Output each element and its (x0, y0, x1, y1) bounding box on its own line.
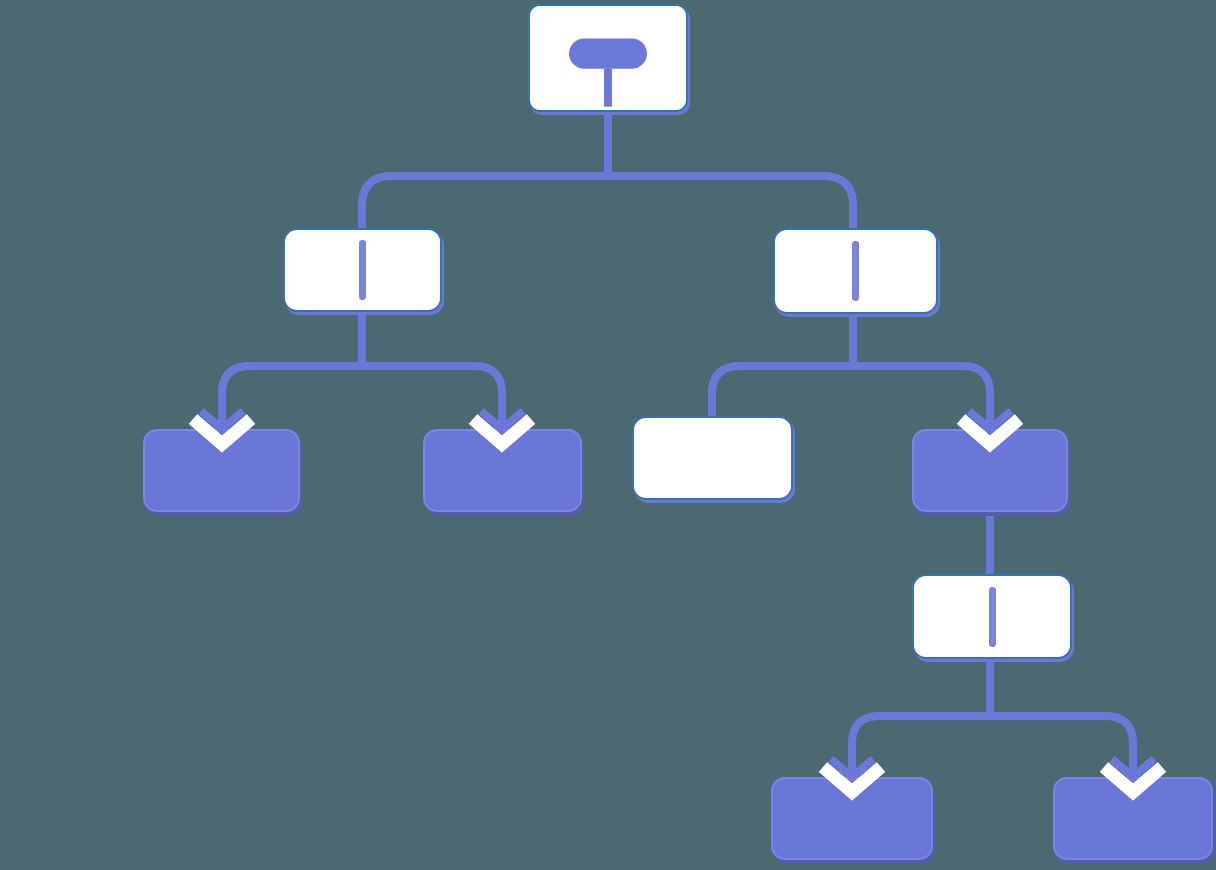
node-target-2[interactable] (423, 429, 582, 512)
node-branch-right[interactable] (773, 228, 938, 314)
node-root[interactable] (528, 4, 688, 112)
node-branch-sub[interactable] (912, 574, 1072, 659)
node-target-4[interactable] (771, 777, 933, 860)
node-leaf-empty[interactable] (632, 416, 793, 500)
vertical-bar-icon (988, 586, 996, 647)
node-target-3[interactable] (912, 429, 1068, 512)
vertical-bar-icon (852, 241, 859, 301)
node-target-1[interactable] (143, 429, 300, 512)
vertical-bar-icon (359, 240, 366, 300)
edge-root-bus (358, 172, 857, 230)
edge-branch-right-bus (708, 362, 994, 420)
edge-branch-sub-bus (848, 712, 1137, 770)
root-pill-icon (569, 38, 647, 107)
node-target-5[interactable] (1053, 777, 1213, 860)
node-branch-left[interactable] (283, 228, 442, 312)
edge-branch-left-bus (218, 362, 506, 420)
